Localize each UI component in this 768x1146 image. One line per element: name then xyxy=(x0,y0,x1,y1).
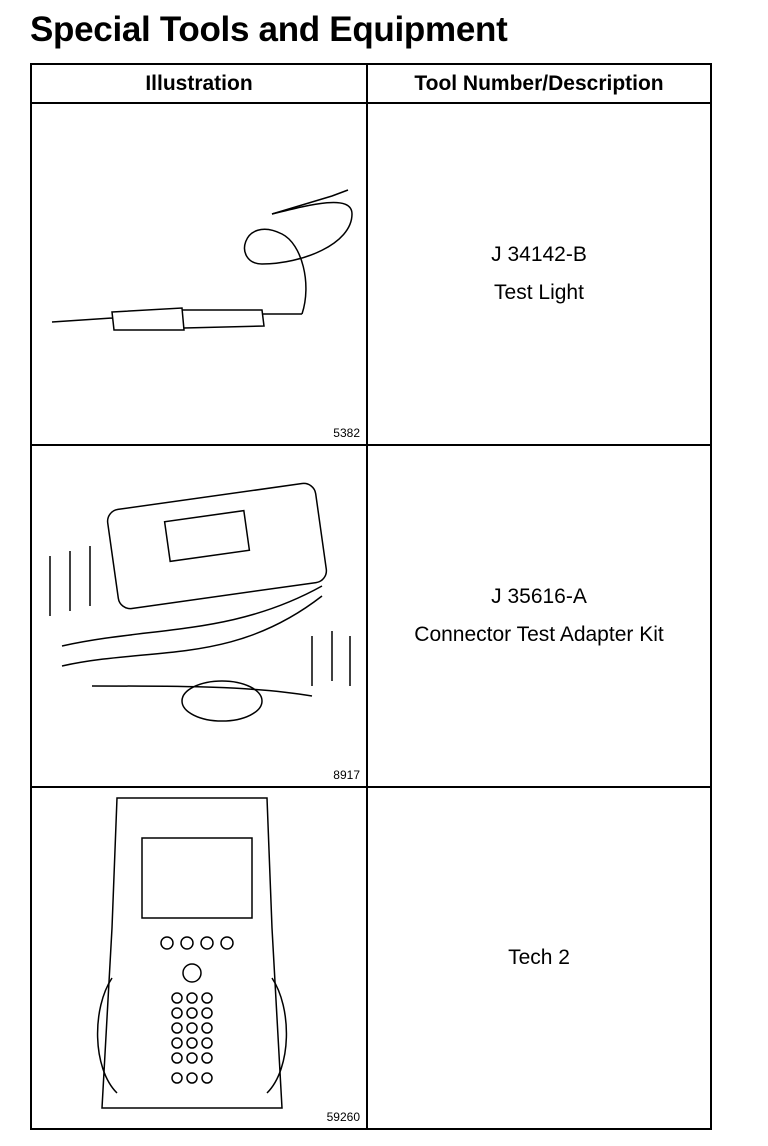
tool-description: Test Light xyxy=(494,281,584,304)
table-header: Illustration Tool Number/Description xyxy=(30,63,712,104)
illustration-cell: 59260 xyxy=(30,786,368,1130)
header-tool: Tool Number/Description xyxy=(366,63,712,104)
illustration-cell: 5382 xyxy=(30,102,368,446)
description-cell: J 35616-A Connector Test Adapter Kit xyxy=(366,444,712,788)
table-row: 8917 J 35616-A Connector Test Adapter Ki… xyxy=(30,444,712,788)
table-row: 59260 Tech 2 xyxy=(30,786,712,1130)
table-row: 5382 J 34142-B Test Light xyxy=(30,102,712,446)
test-light-illustration xyxy=(51,189,353,331)
page-title: Special Tools and Equipment xyxy=(30,10,508,49)
tool-description: Tech 2 xyxy=(508,946,570,969)
adapter-kit-illustration xyxy=(49,482,351,722)
figure-number: 8917 xyxy=(333,768,360,782)
figure-number: 5382 xyxy=(333,426,360,440)
description-cell: J 34142-B Test Light xyxy=(366,102,712,446)
tool-description: Connector Test Adapter Kit xyxy=(414,623,664,646)
tool-number: J 35616-A xyxy=(491,585,587,608)
header-illustration: Illustration xyxy=(30,63,368,104)
illustration-cell: 8917 xyxy=(30,444,368,788)
tool-number: J 34142-B xyxy=(491,243,587,266)
tools-table: Illustration Tool Number/Description 538… xyxy=(30,63,712,1130)
tech2-illustration xyxy=(96,797,288,1109)
description-cell: Tech 2 xyxy=(366,786,712,1130)
figure-number: 59260 xyxy=(326,1110,360,1124)
